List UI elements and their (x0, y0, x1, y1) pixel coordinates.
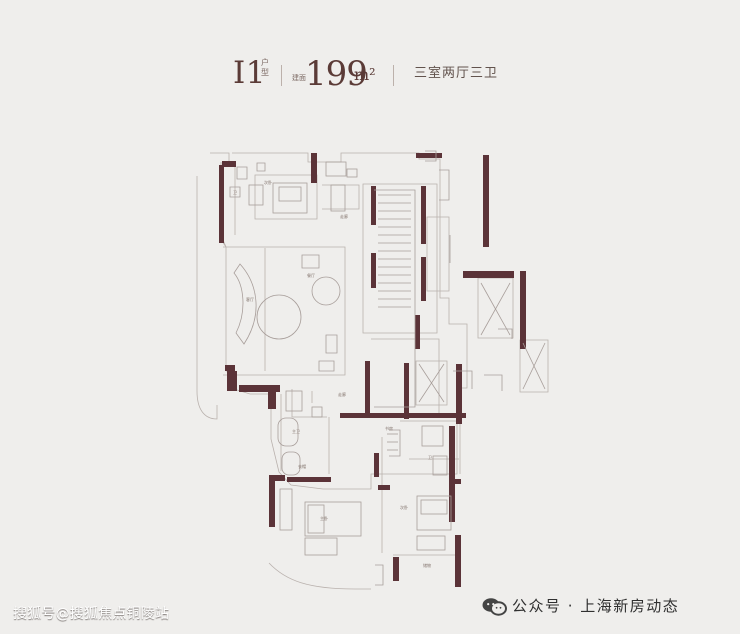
wechat-icon (482, 598, 507, 616)
label-cloakroom: 衣帽 (298, 463, 306, 469)
watermark-left: 搜狐号@搜狐焦点铜陵站 (13, 606, 170, 622)
label-master-bedroom: 主卧 (320, 515, 328, 521)
watermark-right: 公众号 · 上海新房动态 (512, 597, 680, 615)
header-divider (281, 65, 282, 86)
header-divider (393, 65, 394, 86)
label-bathroom-3: 卫 (428, 455, 432, 460)
label-living-room: 客厅 (246, 296, 254, 302)
label-hallway-top: 走廊 (340, 213, 348, 219)
area-unit: m² (354, 65, 376, 84)
area-value: 199 (305, 54, 368, 94)
label-dining-room: 餐厅 (307, 272, 315, 278)
label-storage: 储物 (423, 562, 431, 568)
label-bathroom-1: 卫 (233, 190, 237, 195)
label-bedroom-1: 次卧 (264, 179, 272, 185)
label-hallway: 走廊 (338, 391, 346, 397)
room-summary: 三室两厅三卫 (414, 66, 499, 81)
area-prefix: 建面 (292, 74, 306, 82)
floor-plan-drawing: 次卧 走廊 餐厅 客厅 走廊 主卫 主卧 次卧 储物 卫 卫 衣帽 书房 (195, 145, 553, 590)
label-bedroom-2: 次卧 (400, 504, 408, 510)
label-bathroom-2: 主卫 (292, 428, 300, 434)
unit-code: I1 (233, 55, 266, 91)
unit-suffix: 户型 (261, 58, 269, 77)
label-study: 书房 (385, 425, 393, 431)
floor-plan: 次卧 走廊 餐厅 客厅 走廊 主卫 主卧 次卧 储物 卫 卫 衣帽 书房 (195, 145, 553, 590)
plan-header: I1 户型 建面 199 m² 三室两厅三卫 (0, 52, 740, 96)
